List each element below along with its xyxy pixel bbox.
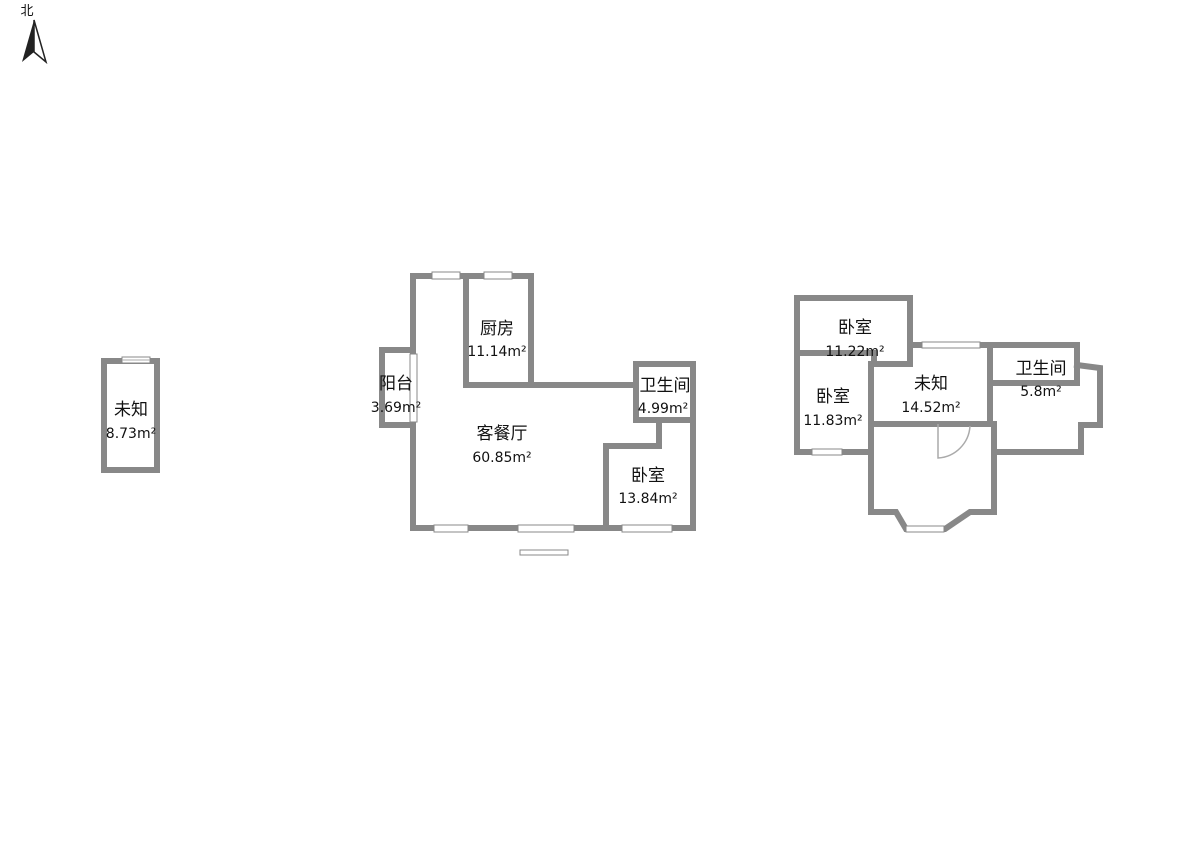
room-area: 3.69m² [371,400,421,416]
room-name: 卧室 [816,387,850,407]
kitchen-wall [463,273,534,388]
room-label-bathroom-1: 卫生间 4.99m² [638,376,691,417]
bedroom-3-outer [794,295,874,455]
room-area: 60.85m² [472,450,531,466]
room-label-bedroom-3: 卧室 11.83m² [803,387,862,429]
room-name: 未知 [914,374,948,394]
room-label-unknown-right: 未知 14.52m² [901,374,960,416]
window [433,524,469,533]
room-area: 14.52m² [901,400,960,416]
window [811,448,843,456]
room-area: 8.73m² [106,426,156,442]
unit-left [101,356,160,473]
room-name: 未知 [114,400,148,420]
room-name: 卧室 [631,466,665,486]
room-label-unknown-left: 未知 8.73m² [106,400,156,442]
room-label-living-dining: 客餐厅 60.85m² [472,424,531,466]
window-outside [519,549,569,556]
window [483,271,513,280]
room-label-kitchen: 厨房 11.14m² [467,319,526,360]
room-name: 卫生间 [640,376,691,396]
north-label: 北 [20,4,33,19]
room-name: 阳台 [379,374,413,394]
bathroom-2-outer [991,361,1103,455]
room-area: 4.99m² [638,401,688,417]
room-label-balcony: 阳台 3.69m² [371,374,421,416]
balcony-wall [379,347,416,428]
room-name: 客餐厅 [477,424,528,444]
north-compass: 北 [20,4,48,65]
unit-right [794,295,1103,533]
room-area: 5.8m² [1020,384,1062,400]
window [905,525,945,533]
door-swing [937,424,971,459]
balcony-door [409,353,418,423]
unit-middle [379,271,696,556]
room-area: 11.83m² [803,413,862,429]
room-area: 13.84m² [618,491,677,507]
north-arrow-icon [22,19,48,65]
room-label-bathroom-2: 卫生间 5.8m² [1016,359,1067,400]
bedroom-wall [603,417,662,531]
room-name: 卧室 [838,318,872,338]
window [517,524,575,533]
window [621,524,673,533]
bathroom-wall [633,361,696,423]
room-area: 11.22m² [825,344,884,360]
window [431,271,461,280]
room-label-bedroom-2: 卧室 11.22m² [825,318,884,360]
room-name: 卫生间 [1016,359,1067,379]
room-area: 11.14m² [467,344,526,360]
window [921,341,981,349]
room-label-bedroom-1: 卧室 13.84m² [618,466,677,507]
room-name: 厨房 [480,319,514,339]
